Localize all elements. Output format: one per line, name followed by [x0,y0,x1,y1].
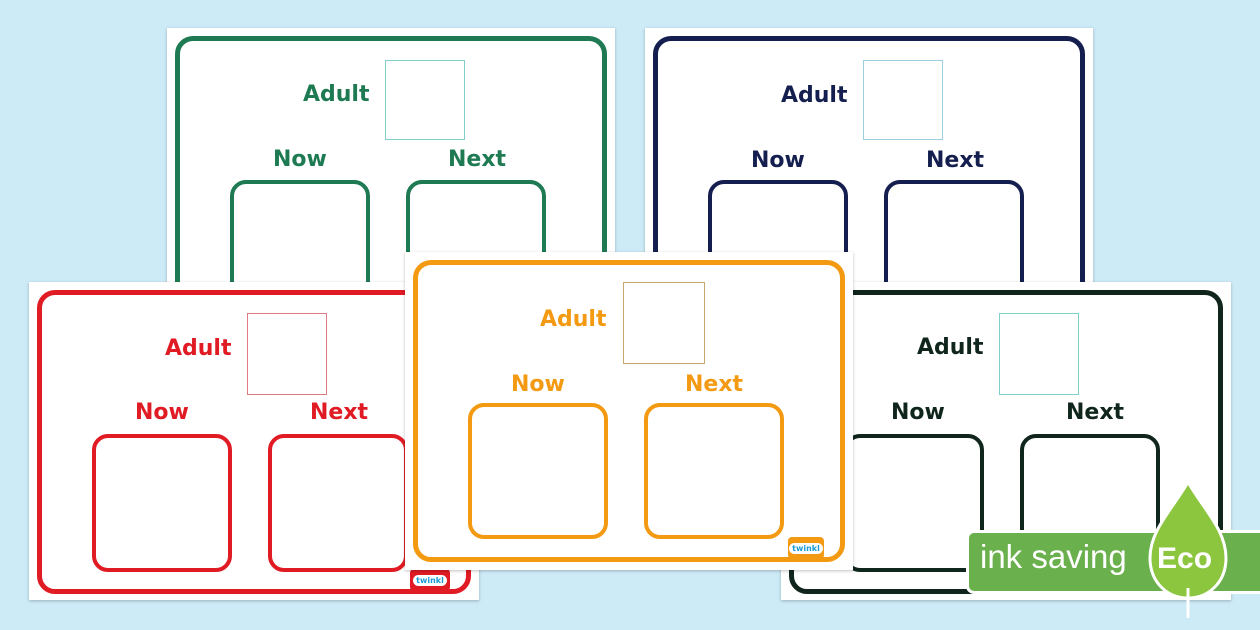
adult-label: Adult [165,336,232,361]
eco-label: Eco [1157,542,1213,575]
next-slot [644,403,784,539]
adult-label: Adult [540,307,607,332]
adult-photo-box [623,282,705,364]
sheet-red: Adult Now Next twinkl [29,282,479,600]
twinkl-logo: twinkl [788,537,824,559]
now-label: Now [891,400,945,425]
now-label: Now [135,400,189,425]
adult-photo-box [247,313,327,395]
now-slot [468,403,608,539]
next-label: Next [685,372,744,397]
now-label: Now [751,148,805,173]
adult-label: Adult [917,335,984,360]
now-label: Now [511,372,565,397]
adult-label: Adult [303,82,370,107]
next-slot [268,434,408,572]
sheet-navy: Adult Now Next [645,28,1093,328]
adult-photo-box [385,60,465,140]
leaf-icon [1148,480,1228,618]
next-label: Next [926,148,985,173]
adult-photo-box [863,60,943,140]
next-label: Next [1066,400,1125,425]
sheet-orange: Adult Now Next twinkl [405,252,853,570]
ink-saving-text: ink saving [980,538,1127,575]
now-label: Now [273,147,327,172]
sheet-green: Adult Now Next [167,28,615,328]
now-slot [92,434,232,572]
sheet-frame [413,260,845,562]
adult-label: Adult [781,83,848,108]
twinkl-logo: twinkl [410,569,450,591]
next-label: Next [448,147,507,172]
next-label: Next [310,400,369,425]
adult-photo-box [999,313,1079,395]
now-slot [844,434,984,572]
